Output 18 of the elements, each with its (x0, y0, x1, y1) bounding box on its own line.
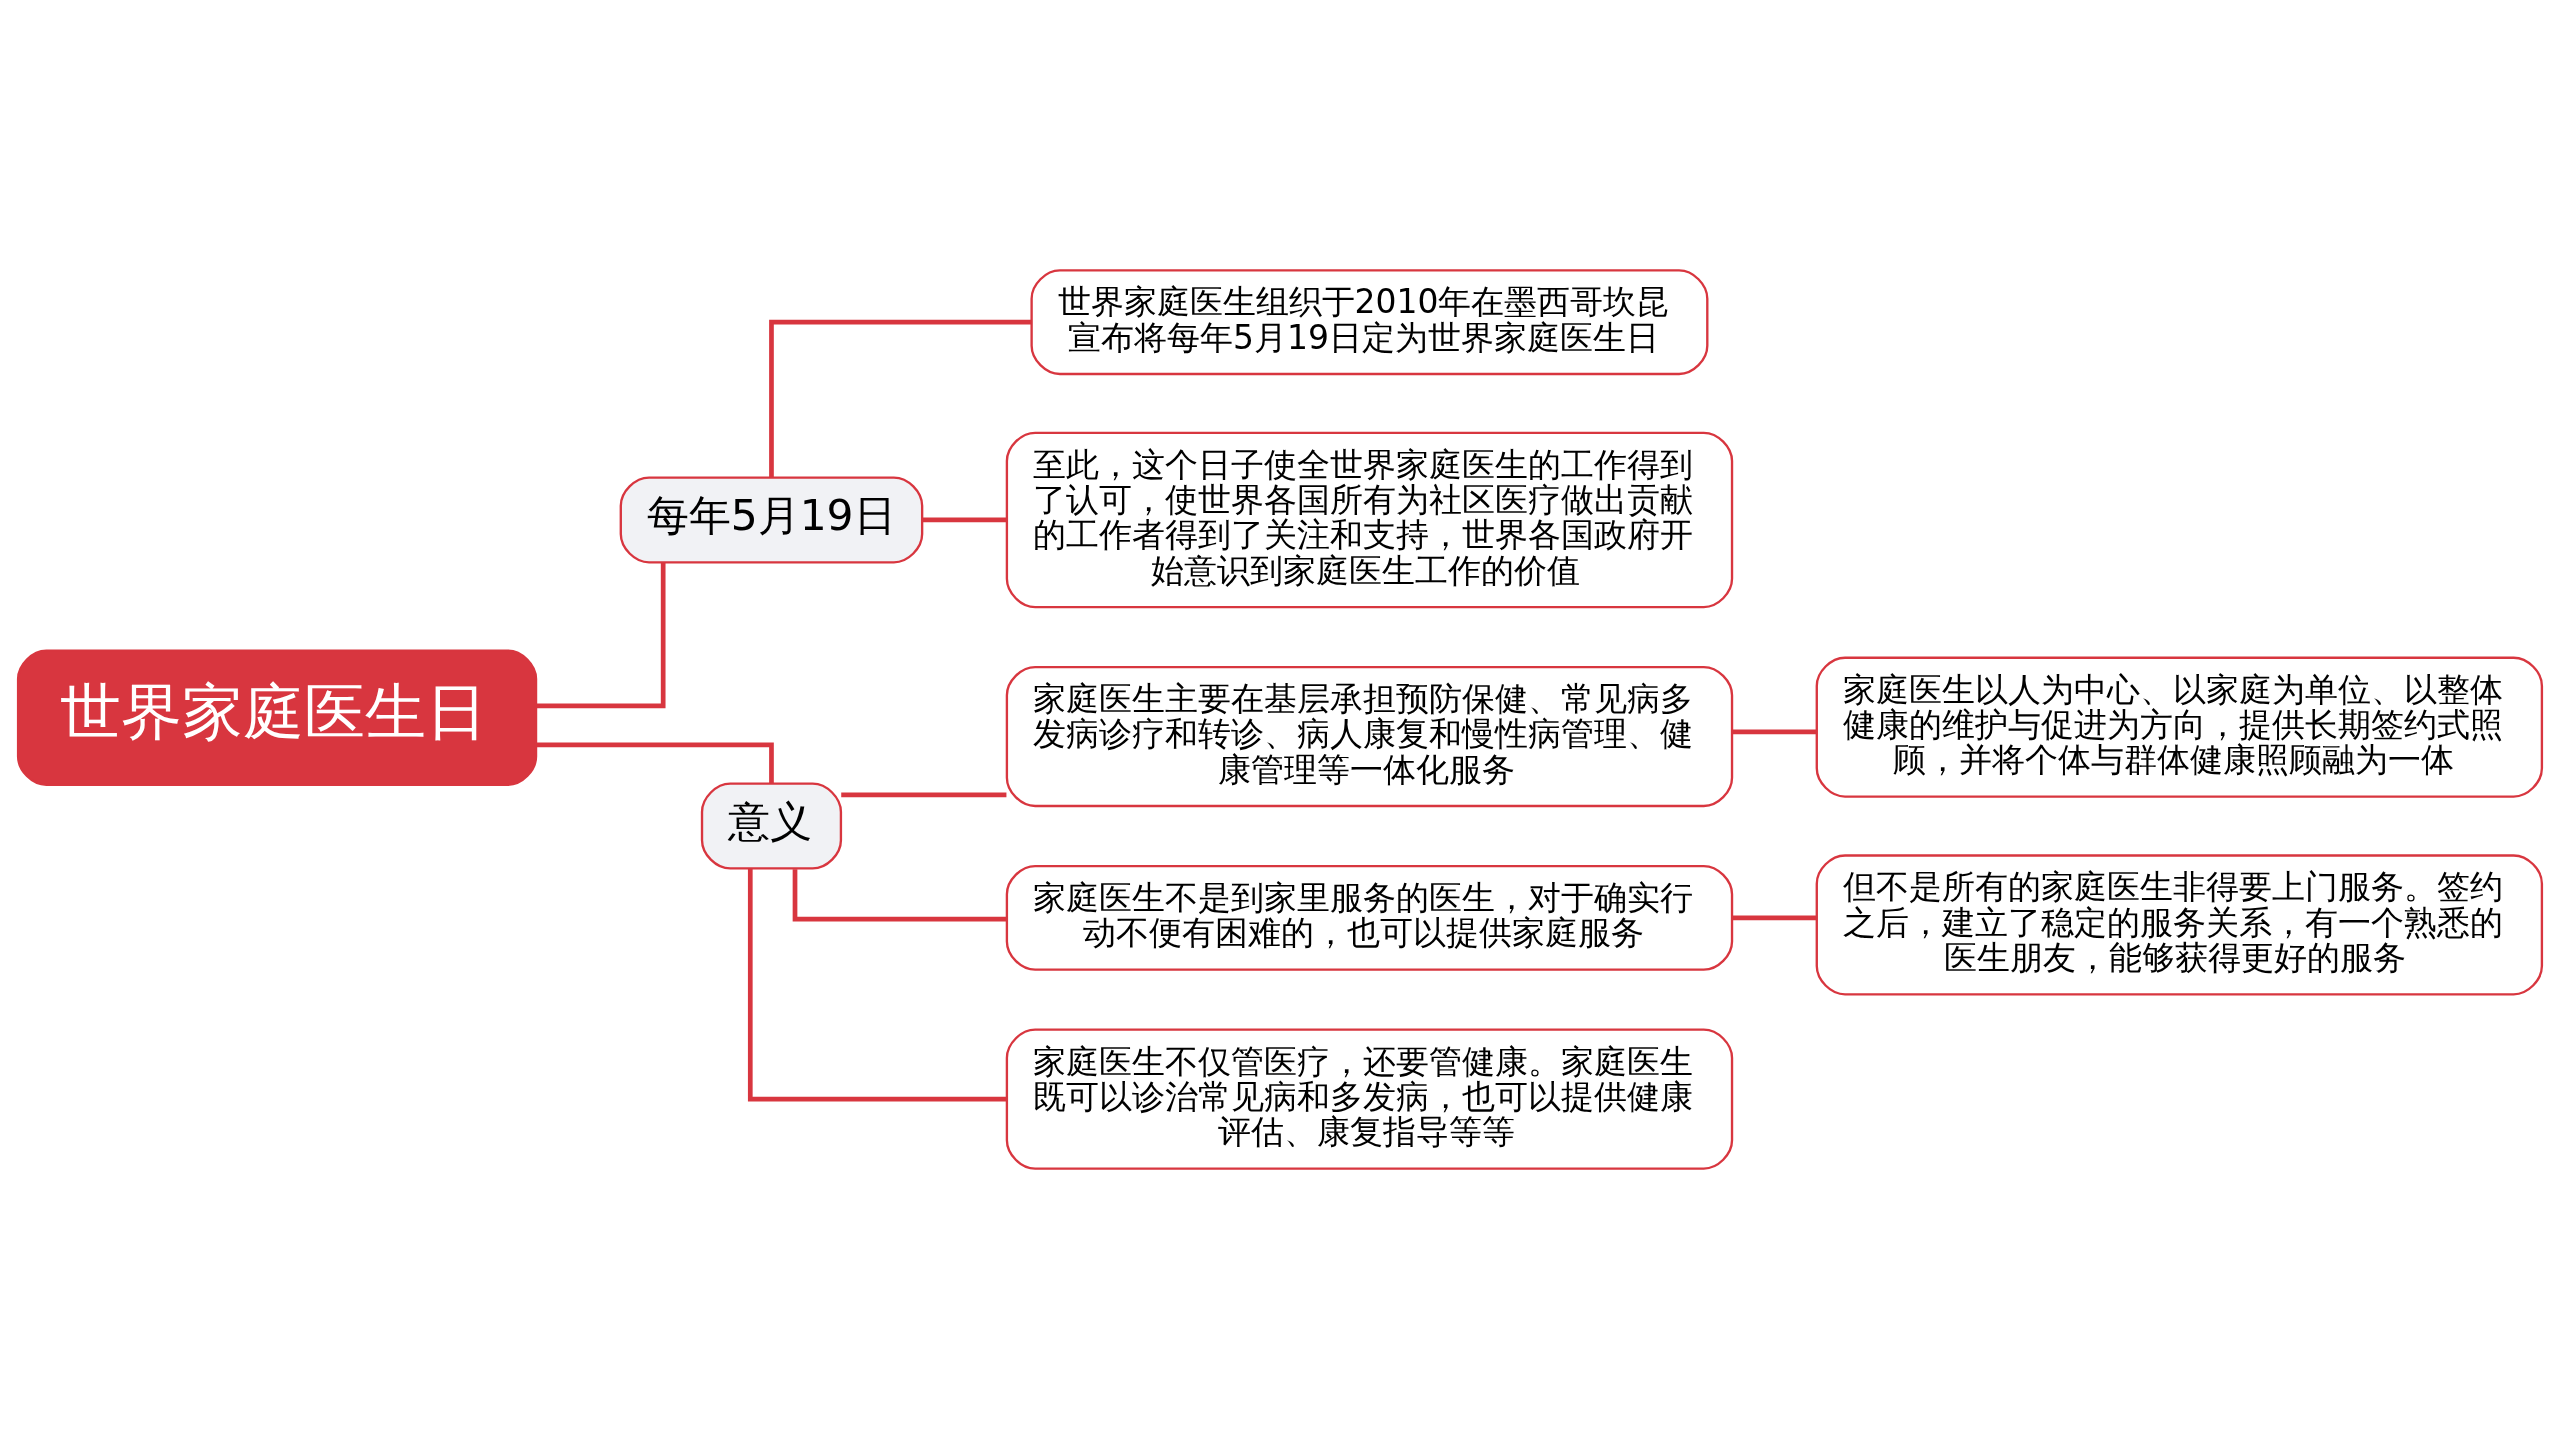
connector (1732, 915, 1817, 921)
node-box: 每年5月19日 (619, 476, 924, 564)
node-box: 家庭医生以人为中心、以家庭为单位、以整体健康的维护与促进为方向，提供长期签约式照顾，并将个体与群体健康照顾融为一体 (1815, 656, 2544, 798)
node-box: 家庭医生主要在基层承担预防保健、常见病多发病诊疗和转诊、病人康复和慢性病管理、健康管理等一体化服务 (1005, 665, 1734, 808)
node-box: 世界家庭医生组织于2010年在墨西哥坎昆宣布将每年5月19日定为世界家庭医生日 (1030, 269, 1709, 376)
connector (1732, 729, 1817, 735)
connector (769, 319, 1032, 478)
node-box: 世界家庭医生日 (16, 649, 538, 786)
connector (792, 869, 1007, 922)
node-box: 至此，这个日子使全世界家庭医生的工作得到了认可，使世界各国所有为社区医疗做出贡献的工作者得到了关注和支持，世界各国政府开始意识到家庭医生工作的价值 (1005, 431, 1734, 609)
connector (747, 868, 1007, 1102)
node-box: 但不是所有的家庭医生非得要上门服务。签约之后，建立了稳定的服务关系，有一个熟悉的医生朋友，能够获得更好的服务 (1815, 854, 2544, 996)
connector (841, 792, 1007, 798)
connector (536, 563, 666, 709)
node-box: 意义 (700, 782, 843, 870)
node-box: 家庭医生不仅管医疗，还要管健康。家庭医生既可以诊治常见病和多发病，也可以提供健康评估、康复指导等等 (1005, 1028, 1734, 1170)
connector (922, 517, 1007, 523)
node-box: 家庭医生不是到家里服务的医生，对于确实行动不便有困难的，也可以提供家庭服务 (1005, 864, 1734, 971)
